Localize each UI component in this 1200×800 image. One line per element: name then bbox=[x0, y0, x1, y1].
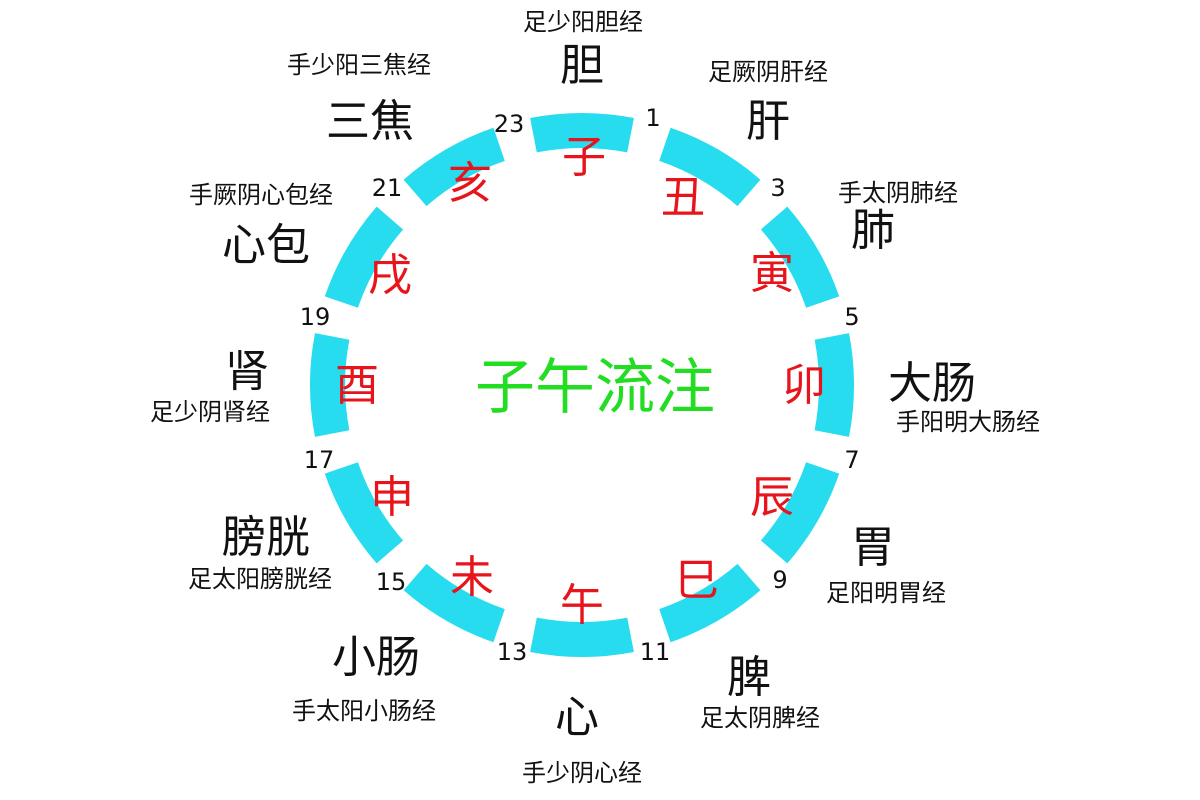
organ-lung: 肺 bbox=[851, 205, 895, 256]
organ-small-intestine: 小肠 bbox=[332, 632, 420, 683]
hour-23: 23 bbox=[494, 110, 525, 138]
meridian-large-intestine: 手阳明大肠经 bbox=[896, 408, 1040, 436]
branch-yin: 寅 bbox=[750, 248, 794, 299]
branch-chou: 丑 bbox=[661, 172, 705, 223]
meridian-gallbladder: 足少阳胆经 bbox=[523, 8, 643, 36]
arc-segment-yin bbox=[760, 206, 840, 308]
meridian-heart: 手少阴心经 bbox=[522, 759, 642, 787]
branch-wei: 未 bbox=[450, 552, 494, 603]
branch-xu: 戌 bbox=[368, 250, 412, 301]
organ-pericardium: 心包 bbox=[222, 220, 310, 271]
hour-21: 21 bbox=[372, 174, 403, 202]
segment-arcs bbox=[310, 113, 854, 657]
arc-segment-si bbox=[659, 563, 761, 643]
hour-11: 11 bbox=[640, 638, 671, 666]
arc-segment-zi bbox=[530, 113, 634, 153]
meridian-stomach: 足阳明胃经 bbox=[826, 579, 946, 607]
organ-bladder: 膀胱 bbox=[222, 512, 310, 563]
meridian-kidney: 足少阴肾经 bbox=[150, 398, 270, 426]
organ-triple-burner: 三焦 bbox=[326, 96, 414, 147]
organ-gallbladder: 胆 bbox=[560, 40, 604, 91]
organ-liver: 肝 bbox=[746, 96, 790, 147]
branch-chen: 辰 bbox=[750, 472, 794, 523]
meridian-bladder: 足太阳膀胱经 bbox=[188, 565, 332, 593]
arc-segment-shen bbox=[324, 462, 404, 564]
hour-5: 5 bbox=[844, 303, 859, 331]
hour-13: 13 bbox=[497, 638, 528, 666]
meridian-small-intestine: 手太阳小肠经 bbox=[292, 697, 436, 725]
arc-segment-xu bbox=[324, 206, 404, 308]
organ-large-intestine: 大肠 bbox=[888, 358, 976, 409]
meridian-pericardium: 手厥阴心包经 bbox=[189, 181, 333, 209]
hour-9: 9 bbox=[772, 566, 787, 594]
organ-heart: 心 bbox=[555, 692, 599, 743]
hour-19: 19 bbox=[300, 303, 331, 331]
hour-3: 3 bbox=[770, 174, 785, 202]
branch-si: 巳 bbox=[675, 555, 719, 606]
organ-stomach: 胃 bbox=[851, 522, 895, 573]
hour-15: 15 bbox=[376, 568, 407, 596]
organ-spleen: 脾 bbox=[727, 652, 771, 703]
branch-zi: 子 bbox=[562, 132, 606, 183]
arc-segment-mao bbox=[814, 333, 854, 437]
branch-mao: 卯 bbox=[782, 360, 826, 411]
arc-segment-chou bbox=[659, 127, 761, 207]
arc-segment-hai bbox=[403, 127, 505, 207]
branch-shen: 申 bbox=[370, 472, 414, 523]
arc-segment-you bbox=[310, 333, 350, 437]
meridian-liver: 足厥阴肝经 bbox=[708, 58, 828, 86]
branch-you: 酉 bbox=[335, 360, 379, 411]
arc-segment-wei bbox=[403, 563, 505, 643]
branch-hai: 亥 bbox=[448, 158, 492, 209]
branch-wu: 午 bbox=[560, 580, 604, 631]
hour-7: 7 bbox=[844, 446, 859, 474]
hour-1: 1 bbox=[645, 104, 660, 132]
diagram-title: 子午流注 bbox=[475, 353, 715, 423]
arc-segment-chen bbox=[760, 462, 840, 564]
organ-kidney: 肾 bbox=[225, 346, 269, 397]
meridian-lung: 手太阴肺经 bbox=[838, 179, 958, 207]
arc-segment-wu bbox=[530, 617, 634, 657]
hour-17: 17 bbox=[304, 446, 335, 474]
meridian-triple-burner: 手少阳三焦经 bbox=[287, 51, 431, 79]
meridian-spleen: 足太阴脾经 bbox=[700, 704, 820, 732]
